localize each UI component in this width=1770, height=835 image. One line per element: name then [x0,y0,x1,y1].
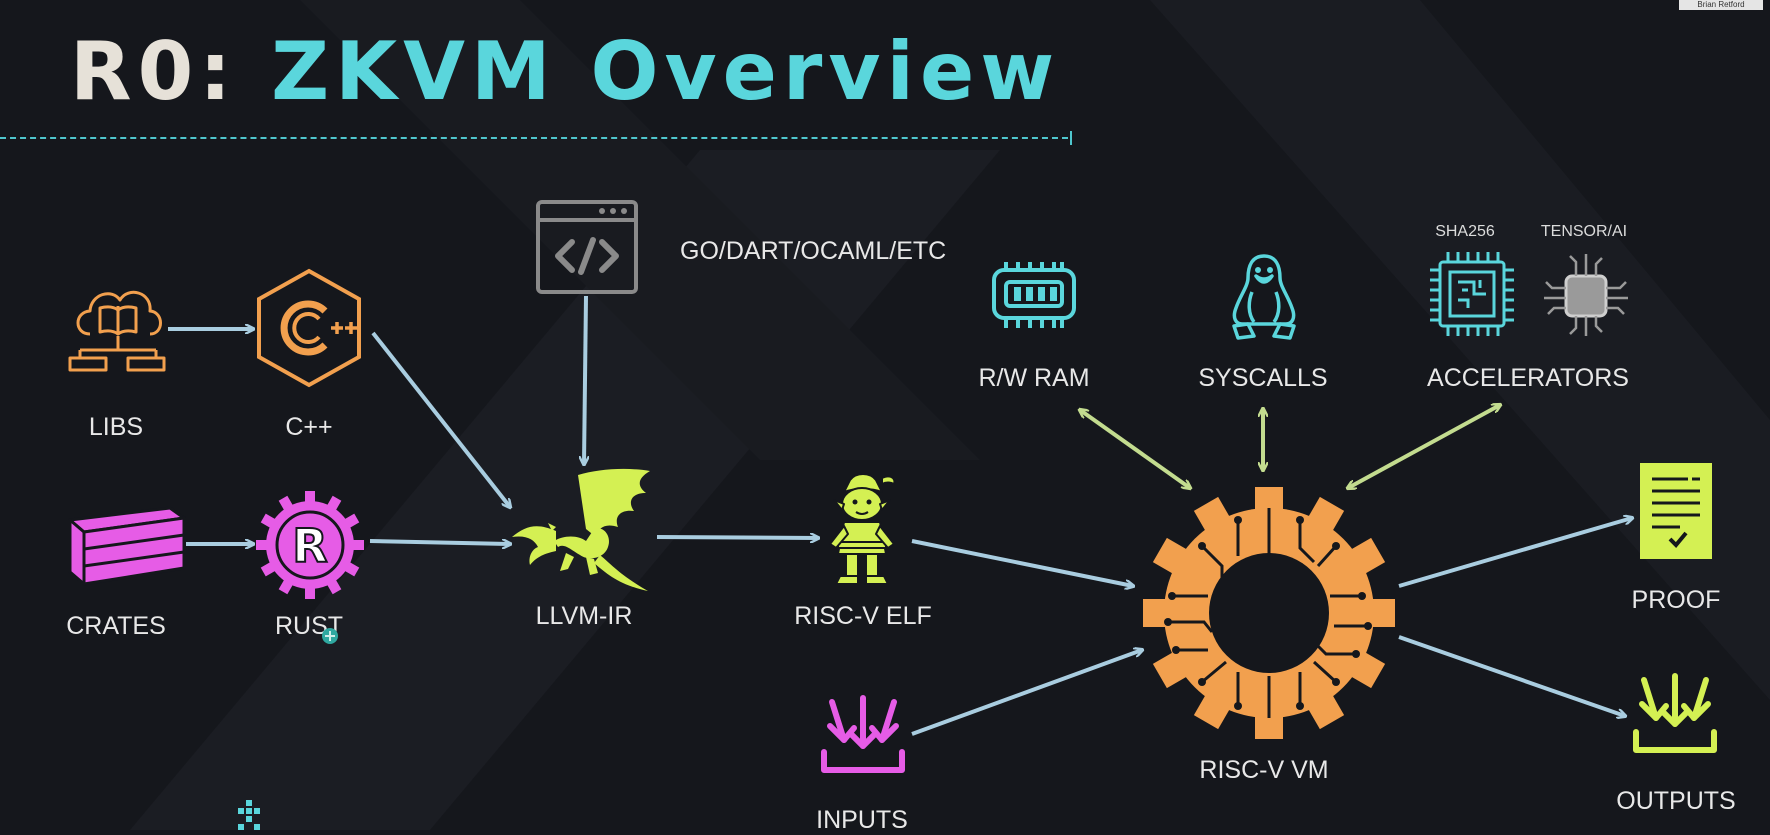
title-prefix: R0: [70,25,238,118]
cpp-logo-icon [257,268,361,388]
arrow-llvm-elf [656,537,818,538]
arrow-cpp-llvm [371,331,510,507]
label-libs: LIBS [88,413,144,441]
arrow-elf-vm [911,539,1133,586]
label-rw-ram: R/W RAM [978,364,1090,392]
arrow-rust-llvm [369,541,510,544]
slide-title: R0: ZKVM Overview [70,22,1060,122]
label-outputs: OUTPUTS [1616,787,1736,815]
rust-logo-icon: R [256,491,364,599]
label-accelerators: ACCELERATORS [1427,364,1629,392]
label-syscalls: SYSCALLS [1198,364,1328,392]
download-tray-icon [1633,673,1717,753]
elf-icon [829,473,896,585]
cloud-library-icon [68,290,166,372]
crate-icon [68,506,186,586]
label-llvm-ir: LLVM-IR [535,602,633,630]
label-sha256: SHA256 [1435,223,1495,240]
cursor-dot-icon [322,628,338,644]
arrow-vm-proof [1398,518,1632,588]
label-cpp: C++ [285,413,333,441]
tux-penguin-icon [1232,254,1296,340]
label-crates: CRATES [66,612,166,640]
pixel-logo-icon [238,800,260,830]
label-proof: PROOF [1631,586,1721,614]
arrow-accelerators-vm [1348,405,1500,488]
inbox-download-icon [821,695,905,773]
arrow-ram-vm [1080,410,1190,488]
code-window-icon [536,200,638,294]
arrow-inputs-vm [911,650,1142,736]
label-inputs: INPUTS [816,806,908,834]
label-riscv-vm: RISC-V VM [1199,756,1329,784]
label-other-langs: GO/DART/OCAML/ETC [680,237,947,265]
arrow-code-llvm [584,295,586,464]
ram-chip-icon [992,262,1076,328]
gear-circuit-icon [1143,487,1395,739]
dragon-icon [512,468,650,591]
circuit-chip-icon [1430,252,1514,336]
arrow-vm-outputs [1398,635,1625,716]
svg-text:R: R [292,519,327,573]
title-main: ZKVM Overview [271,25,1061,118]
title-divider-end [1070,131,1072,145]
label-riscv-elf: RISC-V ELF [794,602,932,630]
presenter-name-tag: Brian Retford [1679,0,1763,10]
title-divider [0,137,1068,139]
label-tensor-ai: TENSOR/AI [1540,223,1628,240]
document-check-icon [1640,463,1712,559]
processor-chip-icon [1544,254,1628,336]
